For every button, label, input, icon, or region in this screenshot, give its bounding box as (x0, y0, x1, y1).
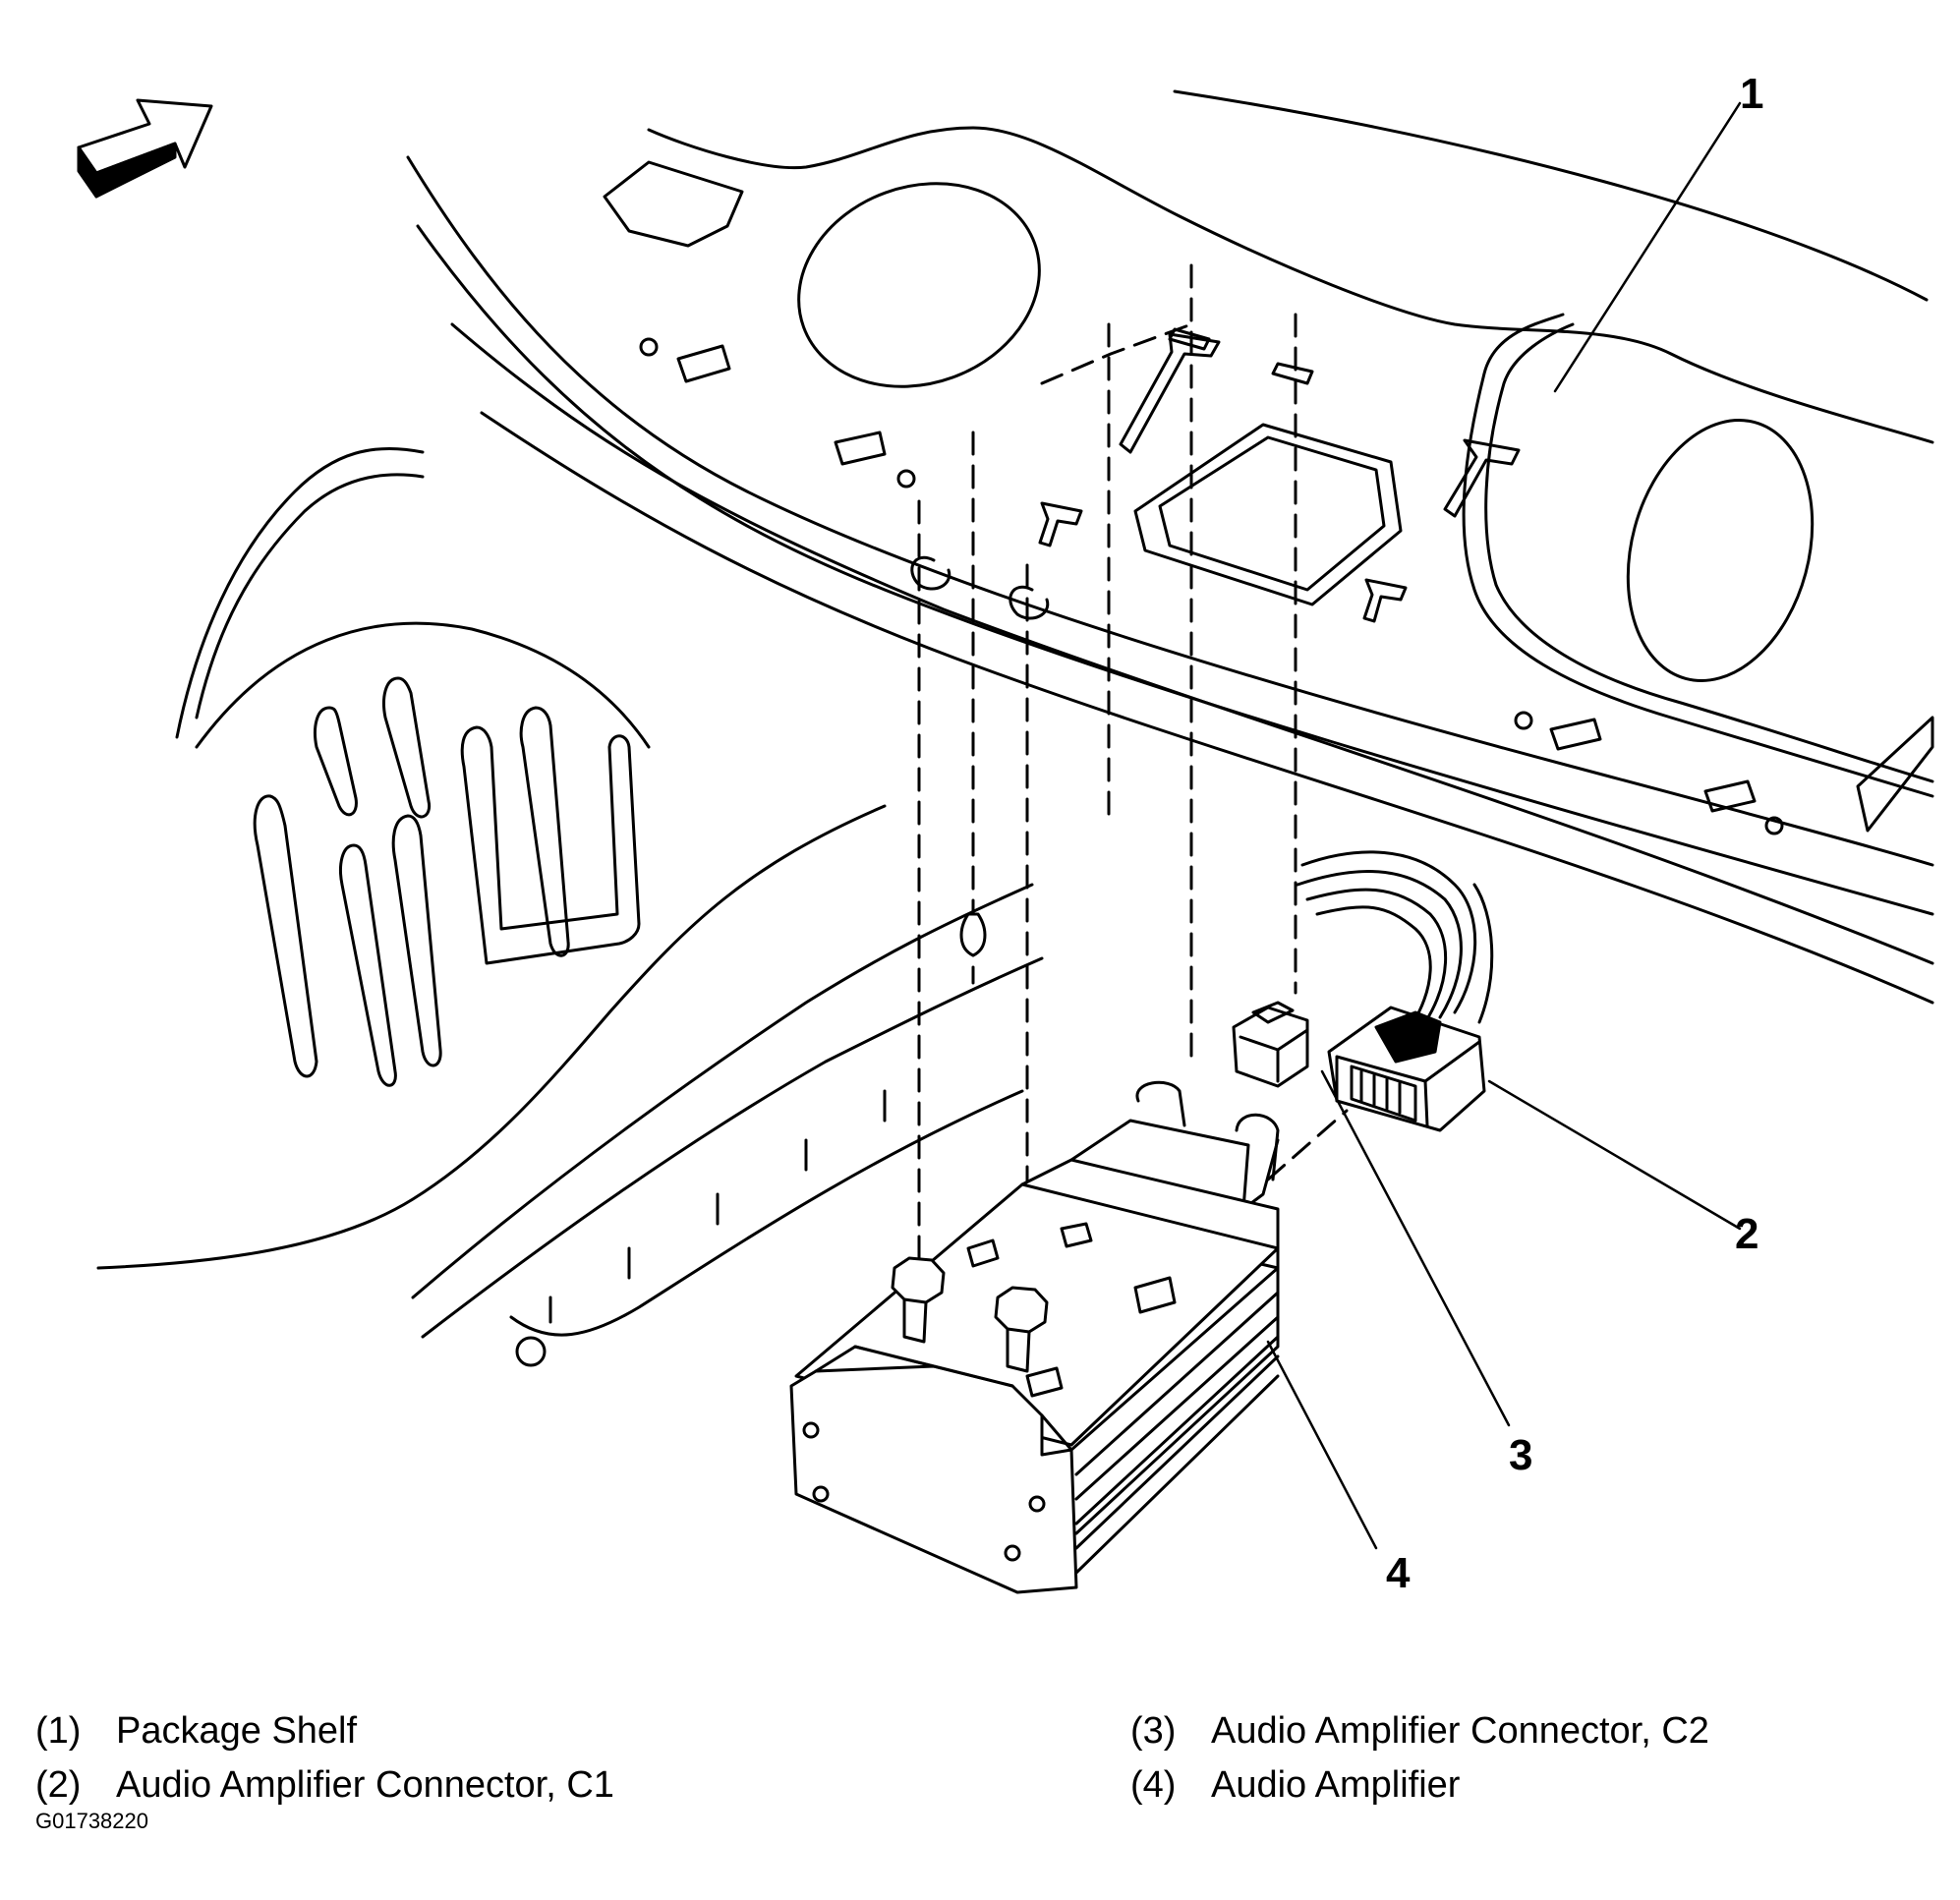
parts-legend: (1) Package Shelf (2) Audio Amplifier Co… (0, 1671, 1960, 1848)
trunk-body (96, 446, 1044, 1367)
legend-number: (2) (35, 1764, 82, 1806)
alignment-lines (917, 263, 1349, 1290)
callout-number-1: 1 (1740, 70, 1763, 118)
package-shelf (406, 89, 1934, 1005)
callout-number-3: 3 (1509, 1431, 1532, 1479)
callout-number-2: 2 (1735, 1210, 1758, 1258)
audio-amplifier-connector-c1 (1327, 1006, 1486, 1132)
callout-number-4: 4 (1386, 1549, 1411, 1597)
wiring-harness (1296, 850, 1494, 1029)
front-direction-arrow-icon (77, 98, 213, 199)
callout-leaders (1266, 101, 1742, 1550)
mounting-nuts (891, 912, 1049, 1373)
legend-label: Audio Amplifier Connector, C2 (1211, 1710, 1709, 1752)
audio-amplifier-connector-c2 (1232, 1001, 1309, 1088)
legend-number: (3) (1130, 1710, 1177, 1752)
legend-label: Audio Amplifier Connector, C1 (116, 1764, 614, 1806)
audio-amplifier (789, 1080, 1280, 1594)
amplifier-installation-diagram: 1 2 3 4 (77, 70, 1934, 1597)
figure-id: G01738220 (35, 1809, 148, 1833)
legend-number: (1) (35, 1710, 82, 1752)
legend-label: Package Shelf (116, 1710, 358, 1752)
legend-label: Audio Amplifier (1211, 1764, 1461, 1806)
legend-number: (4) (1130, 1764, 1177, 1806)
